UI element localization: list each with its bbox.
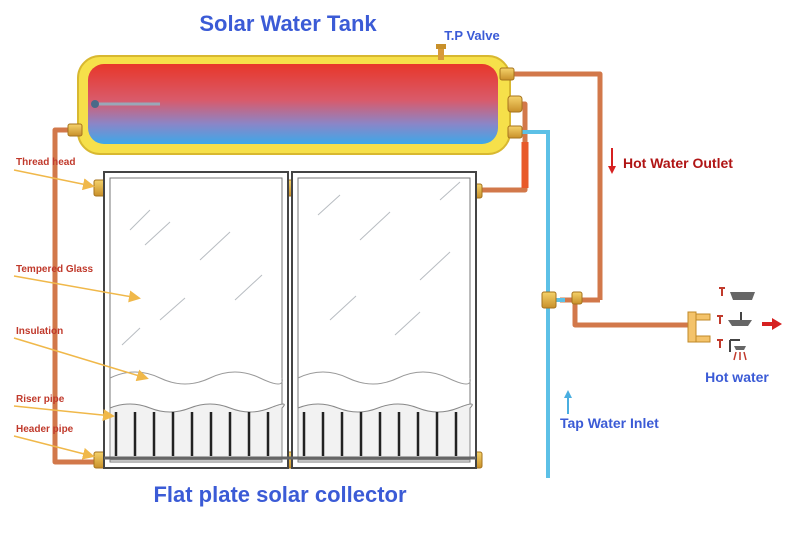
hot-water-supply-arrow bbox=[762, 318, 782, 330]
riser-pipes bbox=[114, 412, 458, 456]
tap-water-inlet-label: Tap Water Inlet bbox=[560, 415, 659, 431]
tap-water-inlet-arrow bbox=[564, 390, 572, 414]
tempered-glass-label: Tempered Glass bbox=[16, 264, 94, 275]
diagram-title: Solar Water Tank bbox=[199, 11, 377, 36]
hot-water-outlet-arrow bbox=[608, 148, 616, 174]
hot-water-outlet-label: Hot Water Outlet bbox=[623, 155, 733, 171]
thread-head-label: Thread head bbox=[16, 157, 75, 168]
solar-water-tank bbox=[77, 55, 511, 155]
sink-icon bbox=[717, 312, 752, 326]
cold-water-pipe bbox=[512, 130, 565, 478]
house-supply-pipe bbox=[572, 300, 690, 328]
shower-icon bbox=[717, 339, 747, 361]
label-pointers bbox=[13, 169, 149, 460]
flat-plate-collector bbox=[103, 171, 477, 469]
tp-valve-label: T.P Valve bbox=[444, 28, 499, 43]
tp-valve bbox=[436, 44, 446, 60]
insulation-label: Insulation bbox=[16, 326, 63, 337]
left-circulation-pipe bbox=[52, 127, 95, 465]
collector-caption: Flat plate solar collector bbox=[153, 482, 407, 507]
hot-water-fixtures bbox=[687, 287, 755, 361]
header-pipe-label: Header pipe bbox=[16, 424, 74, 435]
glass-reflection-lines bbox=[121, 181, 461, 346]
hot-water-label: Hot water bbox=[705, 369, 769, 385]
riser-pipe-label: Riser pipe bbox=[16, 394, 65, 405]
bathtub-icon bbox=[719, 287, 755, 300]
hot-outlet-pipe bbox=[510, 71, 603, 300]
